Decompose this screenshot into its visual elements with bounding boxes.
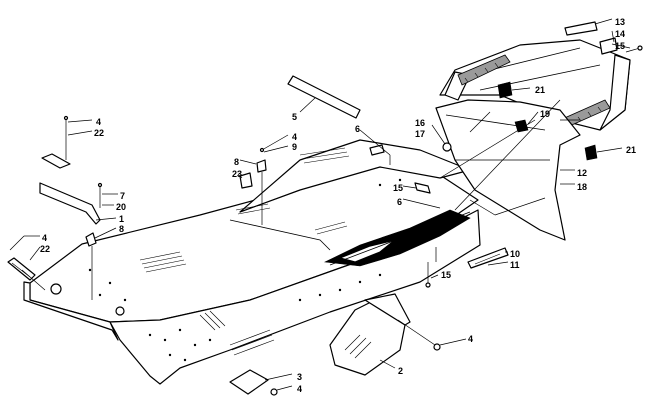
part-15-bolt — [425, 247, 439, 288]
callout-c11: 11 — [510, 260, 520, 270]
callout-c15a: 15 — [615, 41, 625, 51]
callout-c4b: 4 — [42, 233, 47, 243]
callout-c6b: 6 — [397, 197, 402, 207]
callout-c21a: 21 — [535, 85, 545, 95]
callout-c20: 20 — [116, 202, 126, 212]
callout-c6a: 6 — [355, 124, 360, 134]
callout-c2: 2 — [398, 366, 403, 376]
callout-c3: 3 — [297, 372, 302, 382]
part-11-screw — [487, 261, 509, 266]
part-5-strip — [287, 75, 361, 119]
seat-base-parts — [359, 129, 441, 209]
rivet-dots — [88, 178, 402, 362]
part-2-bracket — [329, 293, 411, 376]
callout-c22a: 22 — [94, 128, 104, 138]
callout-c1: 1 — [119, 214, 124, 224]
callout-c21b: 21 — [626, 145, 636, 155]
callout-c15c: 15 — [441, 270, 451, 280]
rivet-pattern — [139, 147, 350, 356]
callout-c5: 5 — [292, 112, 297, 122]
callout-c4c: 4 — [292, 132, 297, 142]
tunnel-assembly — [23, 139, 481, 385]
part-10-strip — [467, 247, 509, 269]
rear-bumper-assembly — [439, 18, 643, 161]
callout-c19: 19 — [540, 109, 550, 119]
callout-c4e: 4 — [297, 384, 302, 394]
callout-c12: 12 — [577, 168, 587, 178]
callout-c8a: 8 — [119, 224, 124, 234]
callout-c13: 13 — [615, 17, 625, 27]
front-left-parts — [7, 235, 46, 291]
callout-c15b: 15 — [393, 183, 403, 193]
callout-c9: 9 — [292, 142, 297, 152]
callout-c4a: 4 — [96, 117, 101, 127]
assembly-lines — [439, 99, 561, 216]
part-3-plate — [229, 369, 293, 396]
callout-c23: 23 — [232, 169, 242, 179]
callout-c10: 10 — [510, 249, 520, 259]
callout-c7: 7 — [120, 191, 125, 201]
callout-c8b: 8 — [234, 157, 239, 167]
callout-c14: 14 — [615, 29, 625, 39]
center-small-parts — [237, 134, 289, 225]
callout-c18: 18 — [577, 182, 587, 192]
part-4-right — [397, 319, 467, 351]
callout-labels: 1234444456678891011121314151515161718192… — [40, 17, 636, 394]
callout-c22b: 22 — [40, 244, 50, 254]
callout-c17: 17 — [415, 129, 425, 139]
left-bracket-parts — [39, 115, 118, 300]
callout-c4d: 4 — [468, 334, 473, 344]
callout-c16: 16 — [415, 118, 425, 128]
bumper-handle-left — [457, 54, 511, 86]
